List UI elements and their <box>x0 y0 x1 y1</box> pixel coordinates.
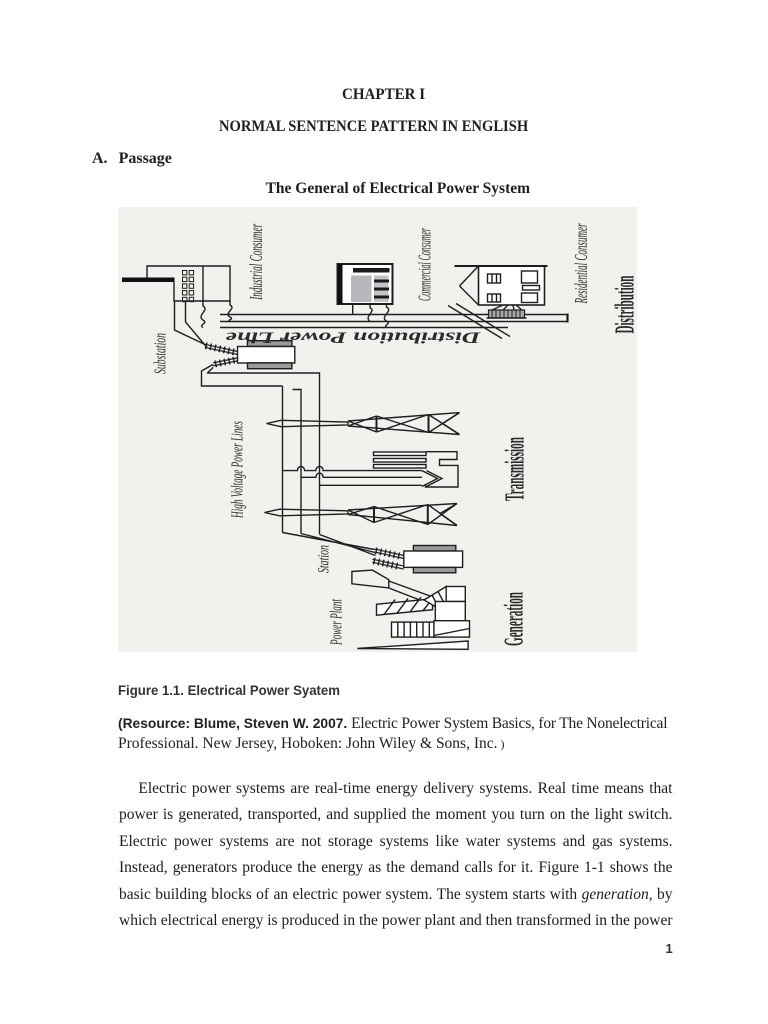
svg-text:Power Plant: Power Plant <box>327 599 346 646</box>
svg-text:Distribution Power Line: Distribution Power Line <box>226 329 482 347</box>
svg-text:High Voltage Power Lines: High Voltage Power Lines <box>228 421 247 519</box>
svg-text:Generation: Generation <box>500 592 529 646</box>
svg-text:Distribution: Distribution <box>611 275 637 333</box>
svg-text:Station: Station <box>314 545 332 573</box>
svg-text:Transmission: Transmission <box>501 437 530 501</box>
svg-text:Residential Consumer: Residential Consumer <box>572 223 592 304</box>
svg-text:Industrial Consumer: Industrial Consumer <box>247 224 267 301</box>
svg-text:Commercial Consumer: Commercial Consumer <box>416 228 435 301</box>
svg-text:Substation: Substation <box>151 333 169 374</box>
